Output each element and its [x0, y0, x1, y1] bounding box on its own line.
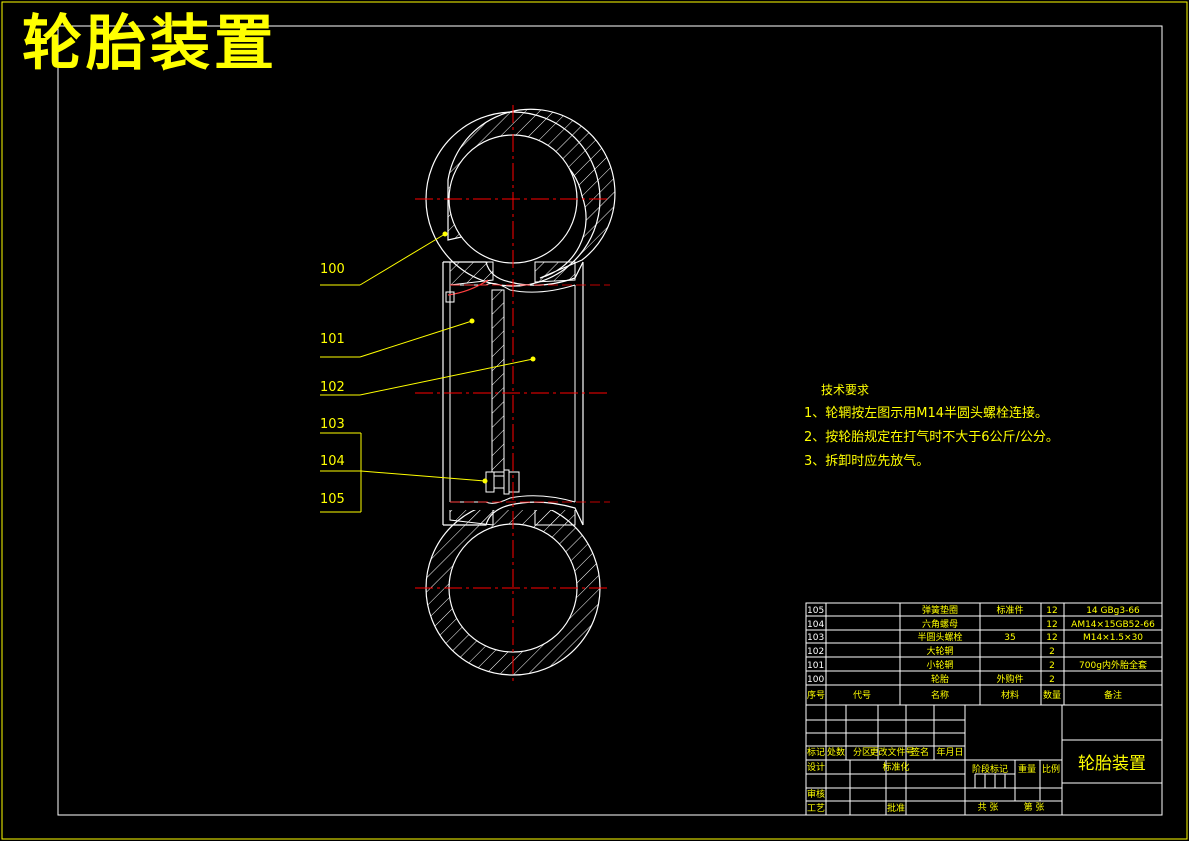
label-process: 工艺: [807, 803, 825, 814]
svg-text:M14×1.5×30: M14×1.5×30: [1083, 633, 1143, 643]
svg-text:700g内外胎全套: 700g内外胎全套: [1079, 659, 1147, 671]
label-review: 审核: [807, 788, 825, 800]
bolt-shank: [493, 475, 505, 489]
bom-table: 105 弹簧垫圈 标准件 12 14 GBg3-66 104 六角螺母 12 A…: [805, 602, 1163, 706]
rev-header-doc: 更改文件号: [869, 746, 914, 758]
drawing-title: 轮胎装置: [22, 9, 278, 79]
svg-text:轮胎: 轮胎: [931, 673, 949, 685]
rev-header-zone: 分区: [853, 747, 871, 758]
bom-row-105: 105 弹簧垫圈 标准件 12 14 GBg3-66: [807, 604, 1140, 616]
callout-100: 100: [320, 262, 345, 277]
callout-101: 101: [320, 332, 345, 347]
svg-text:备注: 备注: [1104, 689, 1122, 701]
leader-102-b: [359, 358, 534, 396]
tech-item-1: 1、轮辋按左图示用M14半圆头螺栓连接。: [804, 406, 1049, 421]
callout-103: 103: [320, 417, 345, 432]
svg-text:大轮辋: 大轮辋: [926, 645, 953, 657]
svg-text:103: 103: [807, 633, 824, 643]
callout-102: 102: [320, 380, 345, 395]
title-block-drawing-name: 轮胎装置: [1078, 754, 1146, 774]
svg-text:102: 102: [807, 647, 824, 657]
label-stage-mark: 阶段标记: [972, 763, 1008, 775]
tech-item-3: 3、拆卸时应先放气。: [804, 454, 930, 469]
valve-cap: [445, 291, 455, 303]
svg-text:AM14×15GB52-66: AM14×15GB52-66: [1071, 620, 1155, 630]
svg-text:12: 12: [1046, 620, 1057, 630]
label-sheet-no: 第 张: [1024, 801, 1045, 813]
bom-row-101: 101 小轮辋 2 700g内外胎全套: [807, 659, 1147, 671]
leader-100-b: [359, 233, 446, 286]
svg-text:104: 104: [807, 620, 824, 630]
tire-upper-bead-right: [534, 261, 576, 283]
svg-text:小轮辋: 小轮辋: [926, 659, 953, 671]
rim-upper-flange-2: [450, 282, 576, 293]
svg-text:六角螺母: 六角螺母: [922, 618, 958, 630]
svg-text:105: 105: [807, 606, 824, 616]
label-design: 设计: [807, 761, 825, 773]
hex-nut: [508, 471, 520, 493]
bom-row-103: 103 半圆头螺栓 35 12 M14×1.5×30: [807, 631, 1143, 643]
svg-text:100: 100: [807, 675, 824, 685]
svg-text:101: 101: [807, 661, 824, 671]
bom-row-104: 104 六角螺母 12 AM14×15GB52-66: [807, 618, 1155, 630]
leader-dot-100: [442, 231, 448, 237]
callout-105: 105: [320, 492, 345, 507]
svg-text:35: 35: [1004, 633, 1015, 643]
leader-101-b: [359, 320, 473, 358]
label-scale: 比例: [1042, 763, 1060, 775]
rev-header-count: 处数: [827, 746, 845, 758]
rev-header-date: 年月日: [936, 746, 963, 758]
svg-text:12: 12: [1046, 633, 1057, 643]
technical-requirements: 技术要求 1、轮辋按左图示用M14半圆头螺栓连接。 2、按轮胎规定在打气时不大于…: [804, 378, 1059, 474]
svg-text:名称: 名称: [931, 689, 949, 701]
svg-text:12: 12: [1046, 606, 1057, 616]
label-approve: 批准: [887, 802, 905, 814]
leader-104-b: [360, 470, 486, 482]
bom-row-102: 102 大轮辋 2: [807, 645, 1055, 657]
leader-dot-102: [530, 356, 536, 362]
svg-text:弹簧垫圈: 弹簧垫圈: [922, 604, 958, 616]
valve-stem: [447, 279, 489, 296]
tech-item-2: 2、按轮胎规定在打气时不大于6公斤/公分。: [804, 430, 1059, 445]
bom-row-100: 100 轮胎 外购件 2: [807, 673, 1055, 685]
callout-104: 104: [320, 454, 345, 469]
leader-dot-101: [469, 318, 475, 324]
label-sheet-total: 共 张: [978, 802, 999, 813]
svg-text:代号: 代号: [853, 690, 871, 701]
tech-heading: 技术要求: [821, 383, 870, 397]
rim-lower-flange: [443, 501, 584, 526]
svg-text:14 GBg3-66: 14 GBg3-66: [1086, 606, 1140, 616]
title-block: 标记 处数 分区 更改文件号 签名 年月日 设计 标准化 审核 工艺 批准 阶段…: [805, 704, 1163, 816]
svg-text:半圆头螺栓: 半圆头螺栓: [917, 631, 962, 643]
washer: [503, 469, 510, 495]
callouts: 100 101 102 103 104 105: [320, 231, 536, 513]
label-standardization: 标准化: [882, 761, 909, 773]
svg-text:2: 2: [1049, 647, 1055, 657]
rev-header-sign: 签名: [911, 746, 929, 758]
rim-lower-flange-2: [450, 495, 576, 504]
svg-text:2: 2: [1049, 675, 1055, 685]
leader-dot-104: [482, 478, 488, 484]
rev-header-mark: 标记: [807, 746, 825, 758]
svg-text:材料: 材料: [1001, 689, 1019, 701]
rim-web: [491, 289, 505, 473]
rim-upper-flange: [443, 261, 584, 286]
wheel-assembly-drawing: [415, 105, 616, 685]
label-weight: 重量: [1018, 763, 1036, 775]
svg-text:2: 2: [1049, 661, 1055, 671]
bom-header: 序号 代号 名称 材料 数量 备注: [807, 689, 1122, 701]
svg-text:序号: 序号: [807, 689, 825, 701]
svg-text:标准件: 标准件: [996, 604, 1023, 616]
svg-text:外购件: 外购件: [996, 673, 1023, 685]
inner-border: [57, 25, 1163, 816]
svg-text:数量: 数量: [1043, 689, 1061, 701]
